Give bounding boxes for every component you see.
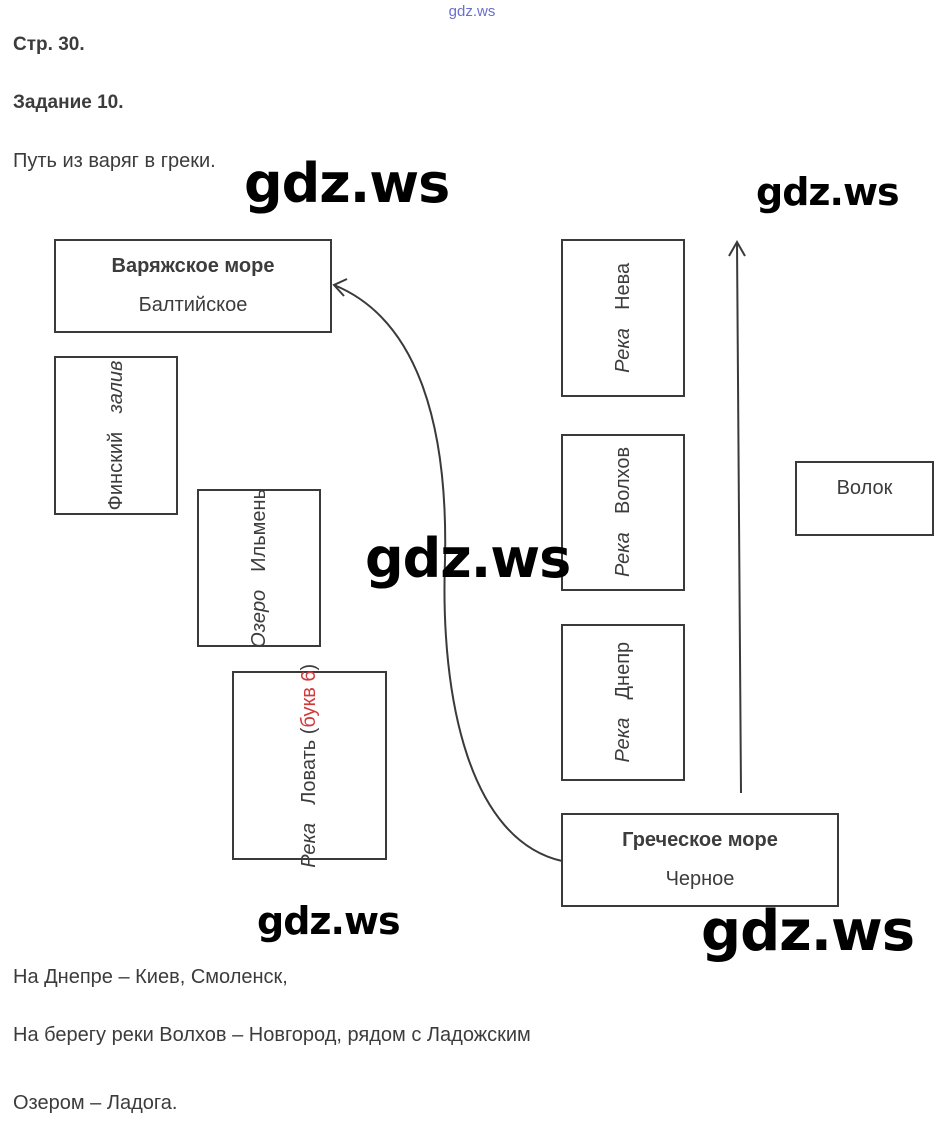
river-lovat-name: Ловать — [298, 739, 320, 805]
gulf-box: Финский залив — [54, 356, 178, 515]
task-title: Задание 10. — [13, 92, 124, 113]
portage-label: Волок — [836, 477, 893, 499]
intro-text: Путь из варяг в греки. — [13, 150, 216, 172]
greek-sea-box: Греческое море Черное — [561, 813, 839, 907]
river-lovat-paren-close: ) — [298, 663, 320, 671]
watermark-2: gdz.ws — [756, 170, 900, 214]
river-volkhov-box: Река Волхов — [561, 434, 685, 591]
page-reference: Стр. 30. — [13, 34, 85, 55]
varangian-sea-answer: Балтийское — [138, 294, 248, 316]
lake-word2: Ильмень — [247, 488, 270, 572]
river-dnepr-box: Река Днепр — [561, 624, 685, 781]
watermark-1: gdz.ws — [244, 152, 450, 215]
river-dnepr-name: Днепр — [611, 642, 634, 700]
site-watermark-top: gdz.ws — [448, 3, 496, 20]
river-lovat-hint: букв 6 — [298, 670, 320, 728]
gulf-word2: залив — [104, 360, 127, 414]
river-lovat-paren-open: ( — [298, 727, 320, 740]
vertical-route-arrow — [736, 242, 742, 794]
greek-sea-title: Греческое море — [622, 829, 778, 851]
curved-route-arrow — [333, 284, 563, 862]
watermark-3: gdz.ws — [365, 527, 571, 590]
watermark-4: gdz.ws — [257, 899, 401, 943]
river-lovat-box: Река Ловать (букв 6) — [232, 664, 387, 867]
river-lovat-name-line: Ловать (букв 6) — [298, 664, 321, 805]
river-neva-word1: Река — [611, 328, 634, 373]
answer-line-1: На Днепре – Киев, Смоленск, — [13, 966, 288, 988]
river-volkhov-name: Волхов — [611, 447, 634, 515]
vertical-arrow-head — [728, 239, 746, 257]
varangian-sea-box: Варяжское море Балтийское — [54, 239, 332, 333]
greek-sea-answer: Черное — [665, 868, 735, 890]
river-volkhov-word1: Река — [611, 532, 634, 578]
varangian-sea-title: Варяжское море — [111, 255, 275, 277]
lake-box: Озеро Ильмень — [197, 489, 321, 647]
watermark-5: gdz.ws — [701, 899, 915, 964]
curved-arrow-head — [332, 278, 348, 297]
river-lovat-word1: Река — [298, 822, 320, 868]
answer-line-3: Озером – Ладога. — [13, 1092, 178, 1114]
lake-word1: Озеро — [247, 589, 270, 648]
river-neva-box: Река Нева — [561, 239, 685, 397]
river-neva-name: Нева — [611, 263, 634, 311]
river-dnepr-word1: Река — [611, 717, 634, 763]
portage-box: Волок — [795, 461, 934, 536]
answer-line-2: На берегу реки Волхов – Новгород, рядом … — [13, 1024, 531, 1046]
gulf-word1: Финский — [104, 431, 127, 511]
